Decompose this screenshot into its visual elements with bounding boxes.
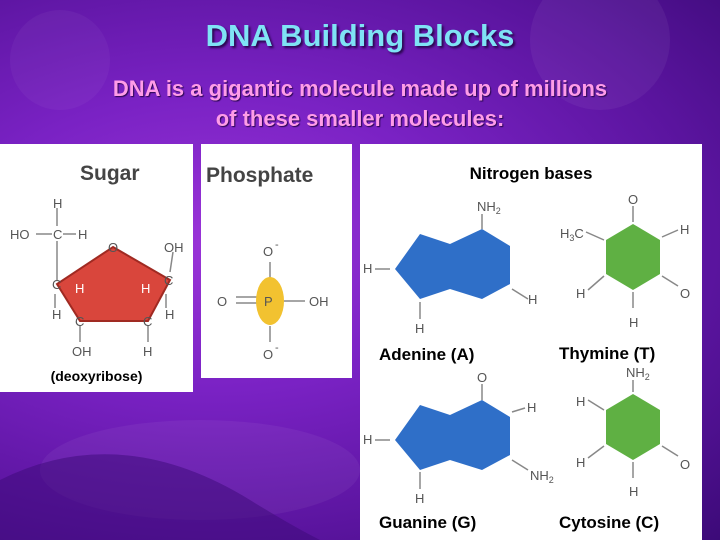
svg-text:O: O (680, 457, 690, 472)
svg-text:H: H (576, 286, 585, 301)
svg-text:H: H (363, 432, 372, 447)
svg-text:H: H (576, 455, 585, 470)
svg-text:O: O (263, 347, 273, 362)
adenine-label: Adenine (A) (379, 345, 475, 364)
svg-text:H: H (165, 307, 174, 322)
svg-text:H: H (141, 281, 150, 296)
svg-text:C: C (52, 277, 61, 292)
guanine-label: Guanine (G) (379, 513, 477, 532)
svg-text:H: H (629, 315, 638, 330)
svg-text:H: H (527, 400, 536, 415)
bases-panel: Nitrogen bases NH2 H H H (360, 144, 702, 540)
svg-text:H: H (629, 484, 638, 499)
sugar-ring (55, 245, 172, 322)
svg-text:H: H (78, 227, 87, 242)
svg-text:C: C (143, 314, 152, 329)
svg-text:O: O (628, 192, 638, 207)
phosphate-panel: Phosphate O - O P OH O - (201, 144, 352, 378)
sugar-panel: Sugar H HO C H O OH C C H H H H C (0, 144, 193, 392)
sugar-caption: (deoxyribose) (50, 368, 143, 384)
slide-subtitle: DNA is a gigantic molecule made up of mi… (40, 74, 680, 134)
cytosine-label: Cytosine (C) (559, 513, 660, 532)
cytosine-structure: NH2 O H H H (576, 365, 690, 499)
phosphorus-atom (256, 277, 284, 325)
thymine-label: Thymine (T) (559, 344, 656, 363)
sugar-heading: Sugar (80, 162, 140, 185)
svg-text:NH2: NH2 (530, 468, 554, 485)
svg-text:-: - (275, 342, 279, 354)
svg-text:H: H (680, 222, 689, 237)
svg-text:O: O (217, 294, 227, 309)
svg-text:H: H (143, 344, 152, 359)
svg-text:C: C (53, 227, 62, 242)
svg-text:-: - (275, 239, 279, 251)
svg-text:NH2: NH2 (477, 199, 501, 216)
phosphate-heading: Phosphate (206, 164, 314, 187)
svg-text:HO: HO (10, 227, 30, 242)
svg-text:O: O (263, 244, 273, 259)
thymine-structure: O H O H H H3C (560, 192, 690, 330)
subtitle-line-1: DNA is a gigantic molecule made up of mi… (112, 76, 608, 101)
adenine-structure: NH2 H H H (363, 199, 537, 336)
svg-text:C: C (164, 273, 173, 288)
svg-text:H: H (415, 491, 424, 506)
svg-text:H: H (53, 196, 62, 211)
svg-text:O: O (477, 370, 487, 385)
svg-text:H: H (528, 292, 537, 307)
svg-text:O: O (680, 286, 690, 301)
phosphate-structure: O - O P OH O - (217, 239, 329, 362)
svg-text:H: H (363, 261, 372, 276)
svg-text:H: H (415, 321, 424, 336)
svg-text:C: C (75, 314, 84, 329)
svg-text:H: H (52, 307, 61, 322)
slide-title: DNA Building Blocks (205, 18, 515, 53)
svg-text:P: P (264, 294, 273, 309)
svg-text:NH2: NH2 (626, 365, 650, 382)
bases-structures: NH2 H H H O H O H H H3C (363, 192, 690, 506)
guanine-structure: O H H H NH2 (363, 370, 554, 506)
subtitle-line-2: of these smaller molecules: (215, 106, 505, 131)
bases-heading: Nitrogen bases (469, 164, 593, 183)
deoxyribose-structure: H HO C H O OH C C H H H H C C OH H (10, 196, 184, 359)
svg-text:H: H (75, 281, 84, 296)
svg-text:OH: OH (72, 344, 92, 359)
svg-text:H: H (576, 394, 585, 409)
svg-text:OH: OH (309, 294, 329, 309)
svg-text:H3C: H3C (560, 226, 584, 243)
svg-text:OH: OH (164, 240, 184, 255)
svg-text:O: O (108, 240, 118, 255)
